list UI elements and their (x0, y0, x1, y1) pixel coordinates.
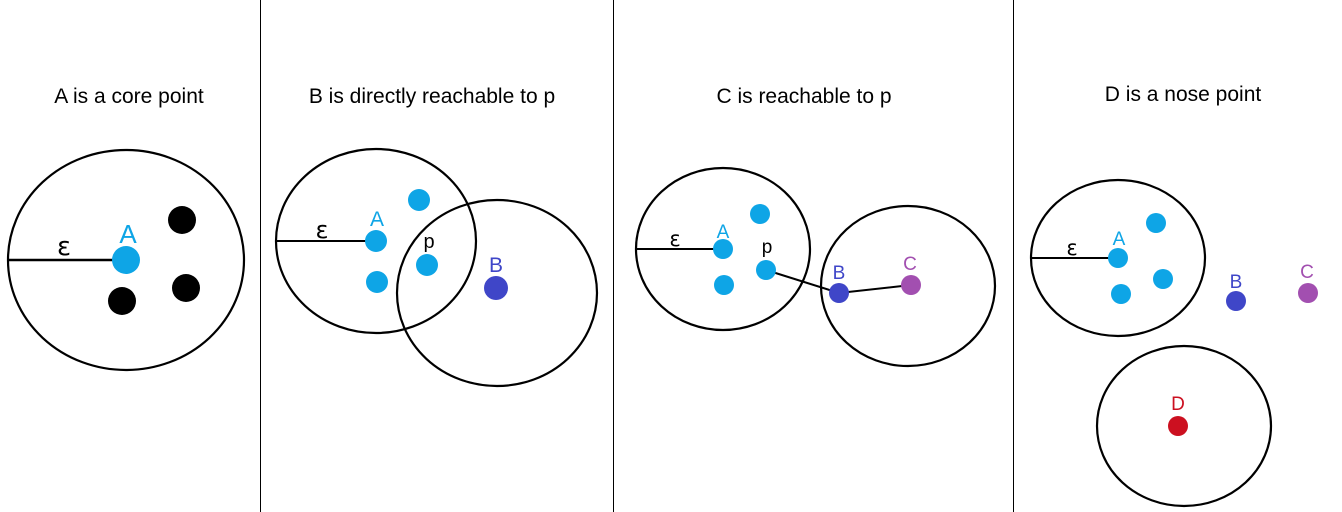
point-b-label: B (489, 254, 503, 277)
epsilon-label: ε (1066, 236, 1077, 260)
panel-title: A is a core point (54, 85, 204, 108)
panel-title: D is a nose point (1105, 83, 1262, 106)
point-c-label: C (903, 254, 917, 275)
point-c (1298, 283, 1318, 303)
point-b (1226, 291, 1246, 311)
epsilon-neighborhood-p (395, 198, 599, 388)
point-p (416, 254, 438, 276)
point-b (484, 276, 508, 300)
panel-noise-point: D is a nose point ε A B C D (1029, 83, 1318, 508)
point-p (756, 260, 776, 280)
point-a (713, 239, 733, 259)
panel-core-point: A is a core point ε A (6, 85, 246, 372)
point-d (1168, 416, 1188, 436)
epsilon-label: ε (57, 232, 71, 262)
panel-directly-reachable: B is directly reachable to p ε A p B (274, 85, 599, 388)
panel-title: C is reachable to p (716, 85, 891, 108)
epsilon-label: ε (669, 227, 680, 251)
point-c-label: C (1300, 262, 1314, 283)
epsilon-neighborhood-b (819, 204, 997, 368)
point-a (112, 246, 140, 274)
point-a-label: A (717, 222, 730, 243)
point-p-label: p (762, 237, 773, 258)
epsilon-neighborhood (6, 148, 246, 372)
point-b-label: B (1230, 272, 1243, 293)
core-neighbor-point (714, 275, 734, 295)
point-a (1108, 248, 1128, 268)
core-neighbor-point (1111, 284, 1131, 304)
core-neighbor-point (1153, 269, 1173, 289)
point-a-label: A (370, 208, 384, 231)
core-neighbor-point (366, 271, 388, 293)
panel-title: B is directly reachable to p (309, 85, 555, 108)
point-a-label: A (119, 219, 137, 249)
point-d-label: D (1171, 394, 1185, 415)
point-a-label: A (1113, 229, 1126, 250)
panel-reachable: C is reachable to p ε A p B C (634, 85, 997, 368)
core-neighbor-point (750, 204, 770, 224)
point-p-label: p (423, 231, 434, 253)
point-c (901, 275, 921, 295)
neighbor-point (172, 274, 200, 302)
core-neighbor-point (1146, 213, 1166, 233)
neighbor-point (108, 287, 136, 315)
point-b (829, 283, 849, 303)
neighbor-point (168, 206, 196, 234)
epsilon-neighborhood-d (1095, 344, 1273, 508)
epsilon-label: ε (316, 216, 329, 244)
point-a (365, 230, 387, 252)
core-neighbor-point (408, 189, 430, 211)
point-b-label: B (833, 263, 846, 284)
epsilon-neighborhood-a (1029, 178, 1207, 338)
